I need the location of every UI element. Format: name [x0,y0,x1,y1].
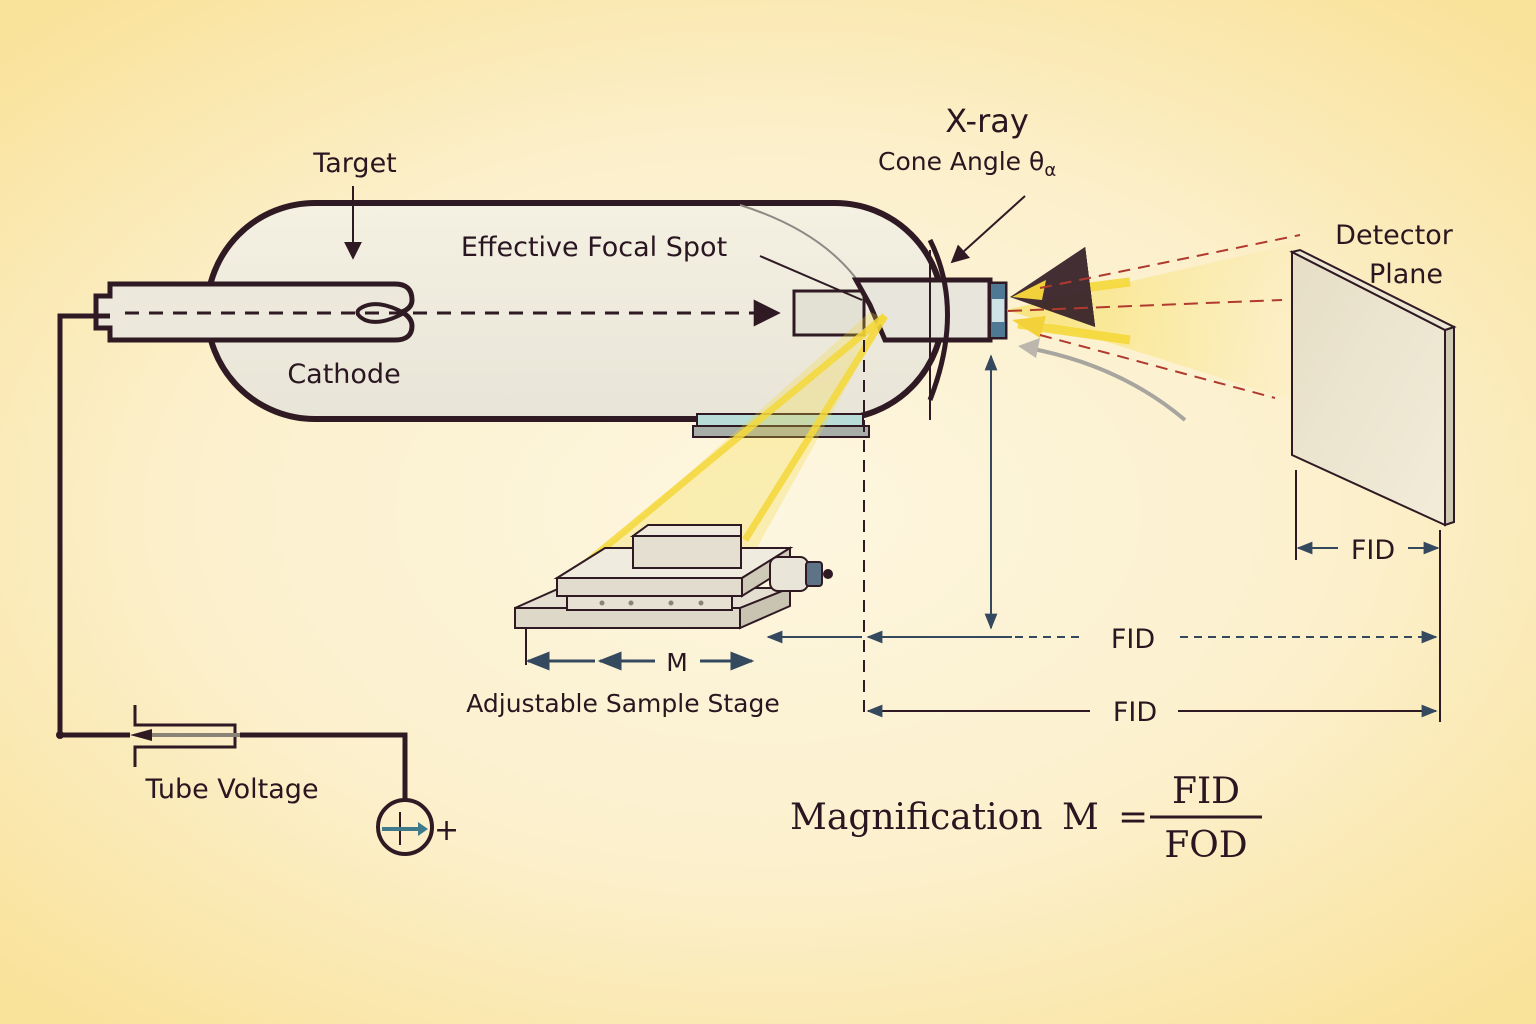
return-arc-arrowhead [1018,338,1040,358]
ray-dashed-mid [1007,299,1283,312]
label-fid-mid: FID [1111,624,1155,655]
circuit: + [56,313,459,856]
stage-base-side [739,586,791,630]
exit-window-bottom [991,322,1005,337]
stage-screw-1 [599,600,605,606]
label-sample-stage: Adjustable Sample Stage [466,689,780,718]
label-fid-bottom: FID [1113,697,1157,728]
detector-top-edge [1289,248,1457,332]
lower-port-base [692,425,870,438]
dimension-lines [525,340,1441,722]
power-source-arrowhead [418,822,428,836]
power-source-icon [376,798,434,856]
xray-tube [93,200,1008,438]
label-fid-top: FID [1351,535,1395,566]
anode-stem [792,289,866,337]
circuit-wire-right [240,732,408,800]
stage-top-plate-front [556,577,743,597]
beam-arrowhead-lower [1012,316,1046,338]
cathode-filament-icon [355,302,405,324]
equation-denominator: FOD [1164,825,1247,866]
label-tube-voltage: Tube Voltage [144,774,318,805]
target-block [851,277,993,343]
equation-numerator: FID [1172,771,1240,812]
power-plus-sign: + [434,813,459,848]
stage-knob-nut [805,561,823,587]
stage-rail [566,595,733,611]
label-plane: Plane [1369,259,1443,290]
label-stage-dim-m: M [666,648,688,677]
stage-knob-tip [823,569,833,579]
equation-equals: = [1118,797,1148,838]
label-cone-angle: Cone Angle θα [878,147,1056,181]
ray-dashed-top [1039,234,1301,289]
tube-right-arc [927,238,950,401]
sample-block-top [629,524,742,537]
stage-screw-2 [628,600,634,606]
exit-window-top [991,284,1005,299]
beam-arrowhead-upper [1012,280,1046,300]
forward-beam-cone [1006,240,1310,400]
circuit-wire-left [57,313,130,738]
downward-beam-edge-1 [577,313,888,571]
detector-face [1291,250,1446,527]
ray-dashed-bottom [1039,334,1276,399]
label-xray: X-ray [945,102,1029,140]
stage-screw-3 [668,600,674,606]
downward-beam-edge-2 [742,314,888,542]
capacitor-arrow [130,729,152,741]
label-cathode: Cathode [287,359,400,390]
sample-stage [514,524,833,630]
return-arc-arrow [1027,346,1187,422]
detector-plane [1289,248,1457,527]
label-detector: Detector [1335,220,1454,251]
focal-spot-pointer [759,255,863,301]
equation-prefix: Magnification [790,797,1043,838]
wire-junction [56,731,64,739]
label-target: Target [312,148,397,179]
sample-block-front [632,535,742,569]
detector-edge [1444,325,1455,527]
cone-angle-text: Cone Angle θ [878,147,1044,176]
stage-screw-4 [698,600,704,606]
cone-angle-subscript: α [1044,160,1056,181]
magnification-equation: Magnification M = FID FOD [790,771,1262,866]
xray-beams [577,234,1310,571]
cone-angle-pointer [950,195,1026,264]
equation-variable: M [1062,797,1099,838]
label-effective-focal-spot: Effective Focal Spot [461,232,727,263]
stage-knob[interactable] [769,556,809,592]
